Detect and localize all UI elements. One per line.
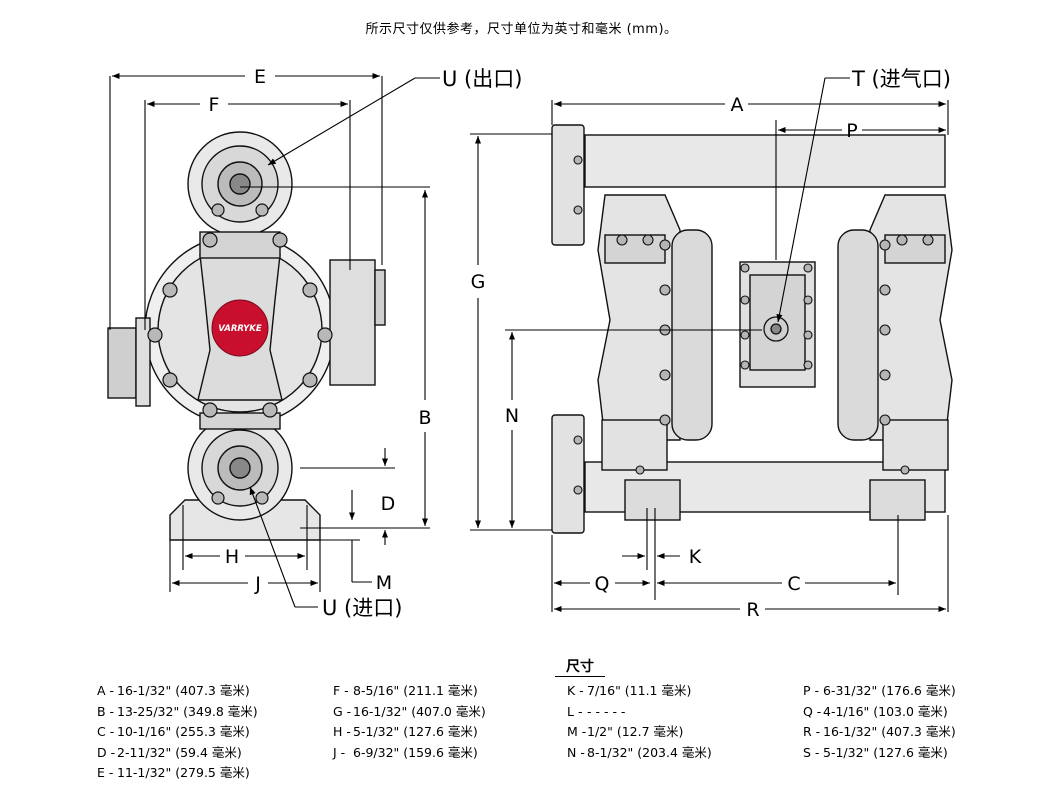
label-T-air-inlet: T (进气口)	[851, 67, 951, 91]
dimension-row: A -16-1/32" (407.3 毫米)	[97, 683, 250, 698]
dimensions-table-title: 尺寸	[555, 656, 605, 677]
label-K: K	[689, 546, 702, 568]
label-P: P	[846, 120, 857, 142]
label-C: C	[787, 573, 800, 595]
dimension-row: E -11-1/32" (279.5 毫米)	[97, 765, 250, 780]
body-bolts	[147, 203, 333, 505]
dimension-row: S -5-1/32" (127.6 毫米)	[803, 744, 948, 760]
label-E: E	[254, 66, 266, 88]
dimension-note: 所示尺寸仅供参考，尺寸单位为英寸和毫米 (mm)。	[365, 22, 678, 37]
dimension-row: L -- - - - -	[567, 703, 626, 719]
side-view-bolts	[573, 155, 934, 495]
svg-text:VARRYKE: VARRYKE	[218, 324, 262, 334]
dimension-row: Q -4-1/16" (103.0 毫米)	[803, 703, 948, 719]
label-U-inlet: U (进口)	[322, 596, 402, 620]
pump-dimension-drawing: VARRYKE	[107, 66, 953, 621]
air-inlet-port	[763, 316, 789, 342]
label-B: B	[418, 407, 431, 429]
dimension-row: M -1/2" (12.7 毫米)	[567, 724, 684, 739]
dimension-row: N -8-1/32" (203.4 毫米)	[567, 744, 712, 760]
label-H: H	[225, 546, 239, 568]
dimension-row: R -16-1/32" (407.3 毫米)	[803, 724, 956, 739]
dimension-row: C -10-1/16" (255.3 毫米)	[97, 724, 250, 739]
label-A: A	[731, 94, 744, 116]
dimension-column-1: A -16-1/32" (407.3 毫米) B -13-25/32" (349…	[97, 681, 258, 784]
label-G: G	[471, 271, 486, 293]
dimension-row: K -7/16" (11.1 毫米)	[567, 683, 692, 698]
label-D: D	[381, 493, 396, 515]
label-N: N	[505, 405, 519, 427]
label-J: J	[254, 573, 261, 595]
dimension-row: J -6-9/32" (159.6 毫米)	[333, 744, 478, 760]
label-F: F	[209, 94, 220, 116]
pump-side-view	[551, 124, 953, 534]
dimension-column-3: K -7/16" (11.1 毫米) L -- - - - - M -1/2" …	[567, 681, 712, 763]
dimension-row: B -13-25/32" (349.8 毫米)	[97, 703, 258, 719]
dimension-row: G -16-1/32" (407.0 毫米)	[333, 703, 486, 719]
label-M: M	[376, 572, 392, 594]
dimension-column-4: P -6-31/32" (176.6 毫米) Q -4-1/16" (103.0…	[803, 681, 956, 763]
label-U-outlet: U (出口)	[442, 67, 522, 91]
dimension-column-2: F -8-5/16" (211.1 毫米) G -16-1/32" (407.0…	[333, 681, 486, 763]
dimension-row: F -8-5/16" (211.1 毫米)	[333, 683, 478, 698]
label-R: R	[746, 599, 759, 621]
dimension-row: H -5-1/32" (127.6 毫米)	[333, 724, 478, 739]
dimension-row: P -6-31/32" (176.6 毫米)	[803, 683, 956, 698]
dimension-row: D -2-11/32" (59.4 毫米)	[97, 744, 242, 760]
label-Q: Q	[595, 573, 610, 595]
brand-logo: VARRYKE	[211, 299, 269, 357]
